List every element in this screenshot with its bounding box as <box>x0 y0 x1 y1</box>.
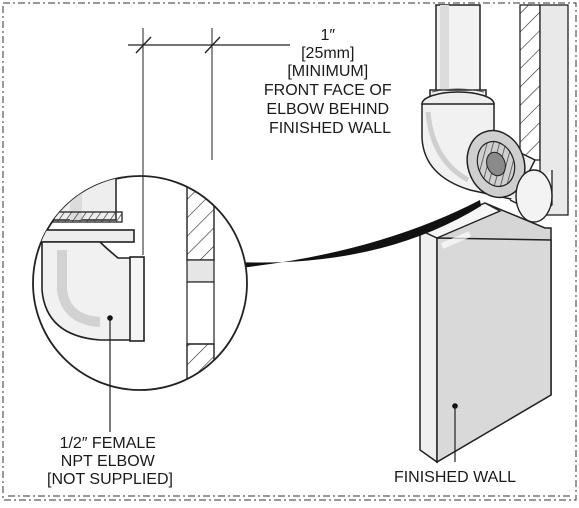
dimension-note-line: 1″ <box>320 27 335 44</box>
wall-callout <box>452 403 458 462</box>
elbow-label-line: [NOT SUPPLIED] <box>47 471 173 488</box>
drawing-border <box>2 2 577 501</box>
elbow-fitting <box>421 91 537 201</box>
dimension-note-line: FINISHED WALL <box>269 120 391 137</box>
finished-wall-panel <box>418 202 552 464</box>
dimension-note-line: ELBOW BEHIND <box>266 101 389 118</box>
dimension-note: 1″ [25mm] [MINIMUM] FRONT FACE OF ELBOW … <box>264 27 396 137</box>
dimension-note-line: [MINIMUM] <box>287 63 368 80</box>
elbow-callout <box>107 315 113 432</box>
dimension-marker <box>128 28 290 255</box>
elbow-label-line: NPT ELBOW <box>61 453 156 470</box>
dimension-note-line: [25mm] <box>301 45 354 62</box>
finished-wall-label: FINISHED WALL <box>394 469 516 486</box>
elbow-label: 1/2″ FEMALE NPT ELBOW [NOT SUPPLIED] <box>47 435 173 488</box>
wall-cutout-notch <box>509 169 553 223</box>
detail-zoom-circle <box>32 175 248 391</box>
elbow-label-line: 1/2″ FEMALE <box>60 435 156 452</box>
supply-pipe <box>429 4 487 105</box>
elbow-front-face <box>129 256 145 342</box>
dimension-note-line: FRONT FACE OF <box>264 82 392 99</box>
